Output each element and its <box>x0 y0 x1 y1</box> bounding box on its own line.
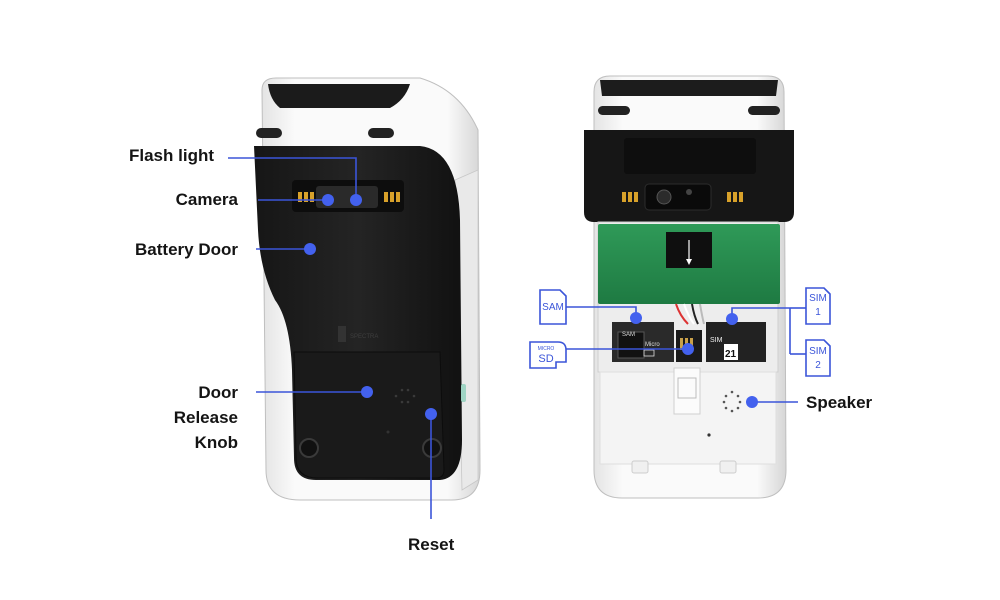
slot-right-top-2 <box>748 106 780 115</box>
sim-2-tag-text: SIM <box>809 346 827 357</box>
speaker-grille-icon <box>722 390 742 413</box>
device-back-logo: SPECTRA <box>350 334 378 340</box>
dot-sam <box>630 312 642 324</box>
sim-2-card-icon: SIM 2 <box>805 339 831 377</box>
dot-door-release <box>361 386 373 398</box>
slot-sim-text: SIM <box>710 337 723 344</box>
dot-flash-light <box>350 194 362 206</box>
sam-card-icon: SAM <box>539 289 567 325</box>
micro-tag-text: MICRO <box>538 346 555 352</box>
slot-num-text: 21 <box>725 349 737 360</box>
callout-lines <box>228 157 806 519</box>
dot-sim <box>726 313 738 325</box>
slot-left-top-1 <box>256 128 282 138</box>
flash-led-icon <box>686 189 692 195</box>
slot-micro-text: Micro <box>645 342 660 348</box>
sd-tag-text: SD <box>538 353 553 365</box>
screw-icon <box>422 438 442 458</box>
dot-reset <box>425 408 437 420</box>
sam-tag-text: SAM <box>542 302 564 313</box>
label-speaker: Speaker <box>806 393 873 412</box>
device-left: SPECTRA <box>254 77 481 501</box>
callout-dots <box>304 194 758 420</box>
speaker-grille-icon <box>394 388 416 404</box>
label-door-release-line-3: Knob <box>194 433 238 452</box>
sim-2-number-text: 2 <box>815 360 821 371</box>
sim-1-number-text: 1 <box>815 307 821 318</box>
label-camera: Camera <box>175 190 238 209</box>
slot-left-top-2 <box>368 128 394 138</box>
micro-sd-card-icon: MICRO SD <box>529 341 567 369</box>
sim-1-tag-text: SIM <box>809 293 827 304</box>
slot-sam-text: SAM <box>622 332 635 338</box>
label-door-release-line-1: Door <box>198 383 238 402</box>
slot-right-top-1 <box>598 106 630 115</box>
label-flash-light: Flash light <box>129 146 214 165</box>
arrow-down-icon <box>686 259 692 265</box>
device-right: SAM Micro SIM 21 <box>584 75 794 499</box>
label-door-release-line-2: Release <box>173 408 238 427</box>
sim-1-card-icon: SIM 1 <box>805 287 831 325</box>
dot-battery-door <box>304 243 316 255</box>
label-reset: Reset <box>408 535 455 554</box>
screw-icon <box>299 438 319 458</box>
label-battery-door: Battery Door <box>135 240 238 259</box>
camera-lens-icon <box>656 189 672 205</box>
dot-micro-sd <box>682 343 694 355</box>
dot-speaker <box>746 396 758 408</box>
dot-camera <box>322 194 334 206</box>
